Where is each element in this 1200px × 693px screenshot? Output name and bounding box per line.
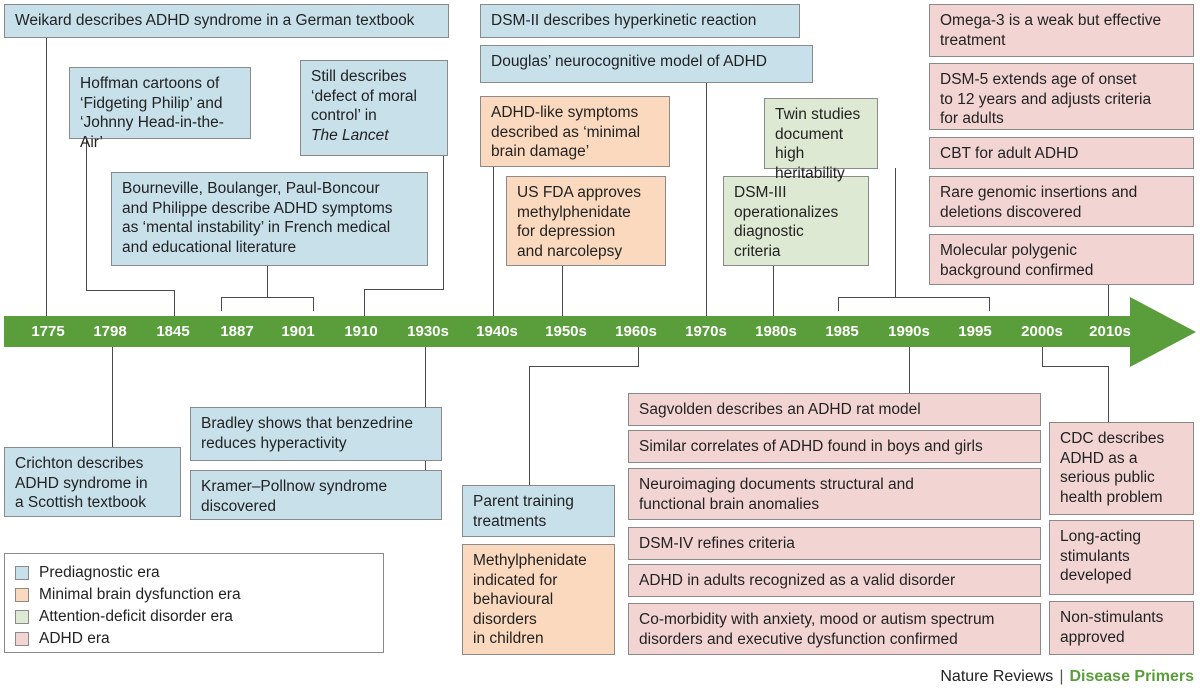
tick-2010s: 2010s [1089,323,1131,340]
legend-swatch-minimal-brain [15,588,29,602]
legend-swatch-attention-deficit [15,610,29,624]
tick-1970s: 1970s [685,323,727,340]
brace-1985-1995 [838,297,990,298]
tick-1775: 1775 [31,323,65,340]
event-hoffman: Hoffman cartoons of ‘Fidgeting Philip’ a… [69,67,251,151]
event-long-acting: Long-acting stimulants developed [1049,520,1194,595]
legend-label-prediagnostic: Prediagnostic era [39,564,160,581]
legend-label-minimal-brain: Minimal brain dysfunction era [39,586,241,603]
connector-2000s-h [1042,366,1109,367]
legend-item-attention-deficit: Attention-deficit disorder era [15,606,373,628]
tick-2000s: 2000s [1021,323,1063,340]
event-crichton: Crichton describes ADHD syndrome in a Sc… [4,447,181,517]
event-polygenic: Molecular polygenic background confirmed [929,234,1194,285]
legend-swatch-adhd [15,632,29,646]
connector-1990s [909,347,910,393]
event-parent-training: Parent training treatments [462,485,615,537]
event-kramer: Kramer–Pollnow syndrome discovered [190,470,442,520]
event-bradley: Bradley shows that benzedrine reduces hy… [190,407,442,461]
credit-journal: Disease Primers [1069,668,1194,685]
credit-separator: | [1059,668,1064,685]
event-dsm4: DSM-IV refines criteria [628,527,1041,560]
event-methylphenidate-children: Methylphenidate indicated for behavioura… [462,544,615,655]
connector-kramer [425,460,426,470]
connector-crichton [112,347,113,447]
tick-1901: 1901 [281,323,315,340]
tick-1990s: 1990s [888,323,930,340]
connector-hoffman [86,138,87,290]
brace-1887-1901 [221,297,314,298]
connector-still [443,155,444,289]
tick-1980s: 1980s [755,323,797,340]
event-cbt: CBT for adult ADHD [929,137,1194,169]
tick-1985: 1985 [825,323,859,340]
event-non-stimulants: Non-stimulants approved [1049,601,1194,655]
tick-1887: 1887 [220,323,254,340]
tick-1940s: 1940s [476,323,518,340]
event-cdc: CDC describes ADHD as a serious public h… [1049,422,1194,515]
tick-1910: 1910 [344,323,378,340]
event-comorbidity: Co-morbidity with anxiety, mood or autis… [628,603,1041,655]
event-twin-studies: Twin studies document high heritability [764,98,878,182]
connector-hoffman-h [86,290,174,291]
connector-2000s [1042,347,1043,366]
tick-1930s: 1930s [407,323,449,340]
connector-1960s-drop [529,366,530,485]
connector-1960s-h [529,366,639,367]
connector-still-h [364,289,444,290]
event-dsm2: DSM-II describes hyperkinetic reaction [480,4,800,38]
legend-label-attention-deficit: Attention-deficit disorder era [39,608,233,625]
timeline-axis [4,316,1136,347]
tick-1995: 1995 [958,323,992,340]
event-neuroimaging: Neuroimaging documents structural and fu… [628,468,1041,520]
brace-right-1901 [313,297,314,311]
event-dsm3: DSM-III operationalizes diagnostic crite… [723,176,869,266]
event-douglas: Douglas’ neurocognitive model of ADHD [480,45,813,83]
brace-left-1985 [838,297,839,311]
brace-left-1887 [221,297,222,311]
event-still-journal: The Lancet [311,126,389,144]
event-still-text: Still describes ‘defect of moral control… [311,68,417,124]
connector-bradley [425,347,426,407]
connector-dsm3 [773,265,774,316]
connector-2000s-drop [1108,366,1109,422]
connector-twin [895,168,896,297]
connector-fda [562,265,563,316]
connector-1960s [638,347,639,366]
legend-label-adhd: ADHD era [39,630,110,647]
legend-item-prediagnostic: Prediagnostic era [15,562,373,584]
event-sagvolden: Sagvolden describes an ADHD rat model [628,393,1041,426]
event-boys-girls: Similar correlates of ADHD found in boys… [628,430,1041,463]
event-omega3: Omega-3 is a weak but effective treatmen… [929,4,1194,57]
event-bourneville: Bourneville, Boulanger, Paul-Boncour and… [111,172,428,266]
timeline-arrowhead [1130,297,1196,367]
connector-bourneville [267,265,268,297]
legend: Prediagnostic era Minimal brain dysfunct… [4,553,384,653]
connector-still-drop [364,289,365,316]
legend-item-minimal-brain: Minimal brain dysfunction era [15,584,373,606]
tick-1960s: 1960s [615,323,657,340]
event-fda-methylphenidate: US FDA approves methylphenidate for depr… [506,176,666,266]
event-weikard: Weikard describes ADHD syndrome in a Ger… [4,4,449,38]
connector-2010s [1108,285,1109,316]
connector-minimal-brain [493,166,494,316]
tick-1950s: 1950s [545,323,587,340]
credit-publisher: Nature Reviews [940,668,1054,685]
brace-right-1995 [989,297,990,311]
event-adults-valid: ADHD in adults recognized as a valid dis… [628,564,1041,597]
connector-douglas [706,82,707,316]
event-rare-genomic: Rare genomic insertions and deletions di… [929,176,1194,227]
credit-line: Nature Reviews | Disease Primers [940,667,1194,687]
connector-weikard [46,37,47,316]
event-still: Still describes ‘defect of moral control… [300,60,448,156]
tick-1798: 1798 [93,323,127,340]
connector-hoffman-drop [174,290,175,316]
tick-1845: 1845 [156,323,190,340]
event-minimal-brain-damage: ADHD-like symptoms described as ‘minimal… [480,96,670,167]
legend-swatch-prediagnostic [15,566,29,580]
event-dsm5: DSM-5 extends age of onset to 12 years a… [929,63,1194,130]
legend-item-adhd: ADHD era [15,628,373,650]
